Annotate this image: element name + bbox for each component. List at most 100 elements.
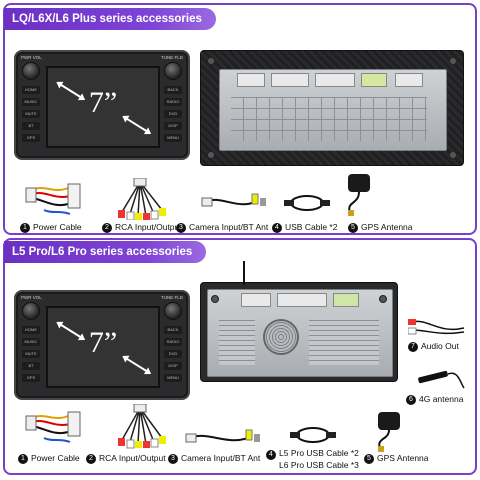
- 4g-antenna-image: [418, 370, 465, 389]
- screw-hole: [449, 151, 457, 159]
- gps-antenna-image: [378, 412, 400, 452]
- unit-button: DVD: [164, 110, 182, 118]
- screw-hole: [379, 295, 387, 303]
- unit-button: RADIO: [164, 98, 182, 106]
- usb-cable-image: [284, 195, 330, 211]
- section-1-title: LQ/L6X/L6 Plus series accessories: [4, 8, 216, 30]
- tune-knob: [164, 302, 182, 320]
- rca-cable-image: [118, 178, 166, 220]
- unit-button: MUTE: [22, 110, 40, 118]
- usb-cable-image: [290, 427, 336, 443]
- unit-button: HOME: [22, 86, 40, 94]
- accessory-label-secondary: L6 Pro USB Cable *3: [279, 460, 359, 470]
- screen-size-text: 7”: [88, 86, 118, 119]
- camera-cable-image: [201, 193, 266, 207]
- tune-knob: [164, 62, 182, 80]
- screw-hole: [207, 57, 215, 65]
- screw-hole: [207, 151, 215, 159]
- unit-button: DISP: [164, 362, 182, 370]
- unit-button: MENU: [164, 374, 182, 382]
- number-badge: 3: [176, 223, 186, 233]
- accessory-label: GPS Antenna: [361, 222, 413, 232]
- number-badge: 5: [348, 223, 358, 233]
- rca-cable-image: [118, 404, 166, 449]
- number-badge: 4: [266, 450, 276, 460]
- unit-screen: 7”: [46, 306, 160, 388]
- accessory-label: 4G antenna: [419, 394, 464, 404]
- volume-knob: [22, 62, 40, 80]
- vent-slots: [309, 317, 379, 365]
- unit-button: GPS: [22, 134, 40, 142]
- unit-button: BACK: [164, 86, 182, 94]
- number-badge: 3: [168, 454, 178, 464]
- number-badge: 7: [408, 342, 418, 352]
- screen-size-text: 7”: [88, 326, 118, 359]
- section-2-title: L5 Pro/L6 Pro series accessories: [4, 241, 207, 263]
- number-badge: 6: [406, 395, 416, 405]
- accessory-label: Camera Input/BT Ant: [181, 453, 261, 463]
- head-unit-front: PWR VOL TUNE FLD HOME MUSIC MUTE BT GPS …: [14, 290, 190, 400]
- unit-label-right: TUNE FLD: [160, 55, 183, 60]
- section-2-frame: [3, 238, 477, 475]
- connector: [241, 293, 271, 307]
- unit-button: MUSIC: [22, 98, 40, 106]
- number-badge: 1: [20, 223, 30, 233]
- connector: [277, 293, 327, 307]
- number-badge: 4: [272, 223, 282, 233]
- unit-button: MUSIC: [22, 338, 40, 346]
- connector: [395, 73, 423, 87]
- head-unit-front: PWR VOL TUNE FLD HOME MUSIC MUTE BT GPS …: [14, 50, 190, 160]
- connector: [237, 73, 265, 87]
- power-cable-image: [25, 411, 81, 443]
- connector: [333, 293, 359, 307]
- unit-button: GPS: [22, 374, 40, 382]
- unit-button: BACK: [164, 326, 182, 334]
- screw-hole: [211, 295, 219, 303]
- unit-button: RADIO: [164, 338, 182, 346]
- accessory-label: RCA Input/Output: [115, 222, 182, 232]
- number-badge: 5: [364, 454, 374, 464]
- number-badge: 2: [86, 454, 96, 464]
- unit-label-right: TUNE FLD: [160, 295, 183, 300]
- camera-cable-image: [185, 429, 260, 443]
- unit-label-left: PWR VOL: [21, 55, 42, 60]
- number-badge: 1: [18, 454, 28, 464]
- unit-button: MENU: [164, 134, 182, 142]
- accessory-label: Camera Input/BT Ant: [189, 222, 269, 232]
- accessory-label: Power Cable: [33, 222, 82, 232]
- cooling-fan: [263, 319, 299, 355]
- unit-label-left: PWR VOL: [21, 295, 42, 300]
- vent-slots: [219, 317, 255, 365]
- accessory-label: L5 Pro USB Cable *2: [279, 448, 359, 458]
- antenna-lead: [243, 261, 253, 285]
- unit-screen: 7”: [46, 66, 160, 148]
- unit-button: DISP: [164, 122, 182, 130]
- connector: [315, 73, 355, 87]
- head-unit-back-panel: [200, 261, 398, 382]
- head-unit-back-panel: [200, 50, 464, 166]
- unit-button: DVD: [164, 350, 182, 358]
- vent-grid: [231, 97, 427, 141]
- unit-button: BT: [22, 122, 40, 130]
- unit-button: MUTE: [22, 350, 40, 358]
- power-cable-image: [25, 183, 81, 215]
- connector: [271, 73, 309, 87]
- section-1-frame: [3, 3, 477, 235]
- accessory-label: USB Cable *2: [285, 222, 338, 232]
- number-badge: 2: [102, 223, 112, 233]
- accessory-label: Audio Out: [421, 341, 459, 351]
- gps-antenna-image: [348, 174, 370, 216]
- volume-knob: [22, 302, 40, 320]
